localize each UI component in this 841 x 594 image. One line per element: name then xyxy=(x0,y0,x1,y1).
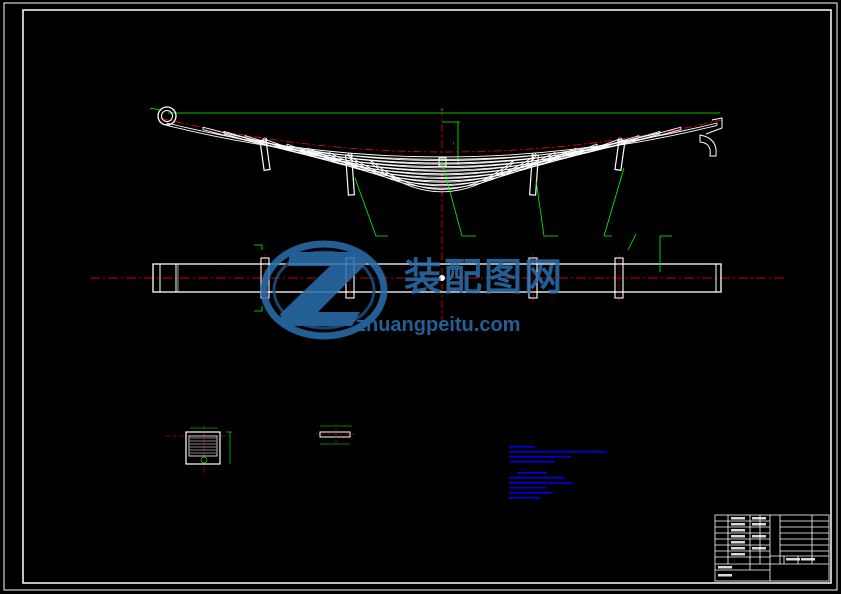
spring-elevation-view: ~ ~ xyxy=(149,106,723,320)
watermark-logo-icon xyxy=(260,240,388,340)
clamp-leaders xyxy=(354,161,625,237)
leaf xyxy=(265,141,619,175)
clamp xyxy=(528,154,540,196)
outer-border xyxy=(3,2,838,591)
plan-clamp xyxy=(528,257,538,299)
leaf xyxy=(166,124,718,160)
leaf xyxy=(286,143,598,176)
camber-dimension-text: ~ xyxy=(451,142,456,145)
title-block-entries xyxy=(718,517,815,577)
overall-length-dimension-text: ~ xyxy=(440,107,443,112)
leaf xyxy=(349,156,535,187)
arc-centerline xyxy=(159,117,723,153)
plan-center-bolt xyxy=(439,275,445,281)
leaf xyxy=(328,154,556,186)
watermark: 装配图网 zhuangpeitu.com xyxy=(260,240,564,340)
section-detail-a xyxy=(165,425,232,475)
spring-end-hook xyxy=(699,134,717,157)
leaf xyxy=(265,139,619,172)
plan-clamp xyxy=(614,257,624,299)
watermark-title: 装配图网 xyxy=(404,255,564,299)
leaf xyxy=(286,145,598,178)
plan-outline xyxy=(152,263,722,293)
section-markers xyxy=(254,233,672,312)
spring-eye-outer xyxy=(157,106,177,126)
leaf xyxy=(370,160,514,190)
eye-leader xyxy=(149,107,161,111)
spring-clamps xyxy=(259,137,626,196)
watermark-url: zhuangpeitu.com xyxy=(356,314,520,336)
spring-right-tip xyxy=(705,117,723,135)
center-bolt xyxy=(438,157,447,167)
leaf xyxy=(349,158,535,189)
clamp xyxy=(344,154,356,196)
technical-requirements-notes xyxy=(509,446,607,499)
title-block xyxy=(714,514,830,582)
spring-leaves xyxy=(166,122,718,193)
section-detail-b xyxy=(315,425,356,446)
inner-border xyxy=(22,9,832,584)
spring-eye-inner xyxy=(161,110,173,122)
leaf xyxy=(307,150,577,182)
leaf xyxy=(328,152,556,183)
leaf xyxy=(370,162,514,193)
